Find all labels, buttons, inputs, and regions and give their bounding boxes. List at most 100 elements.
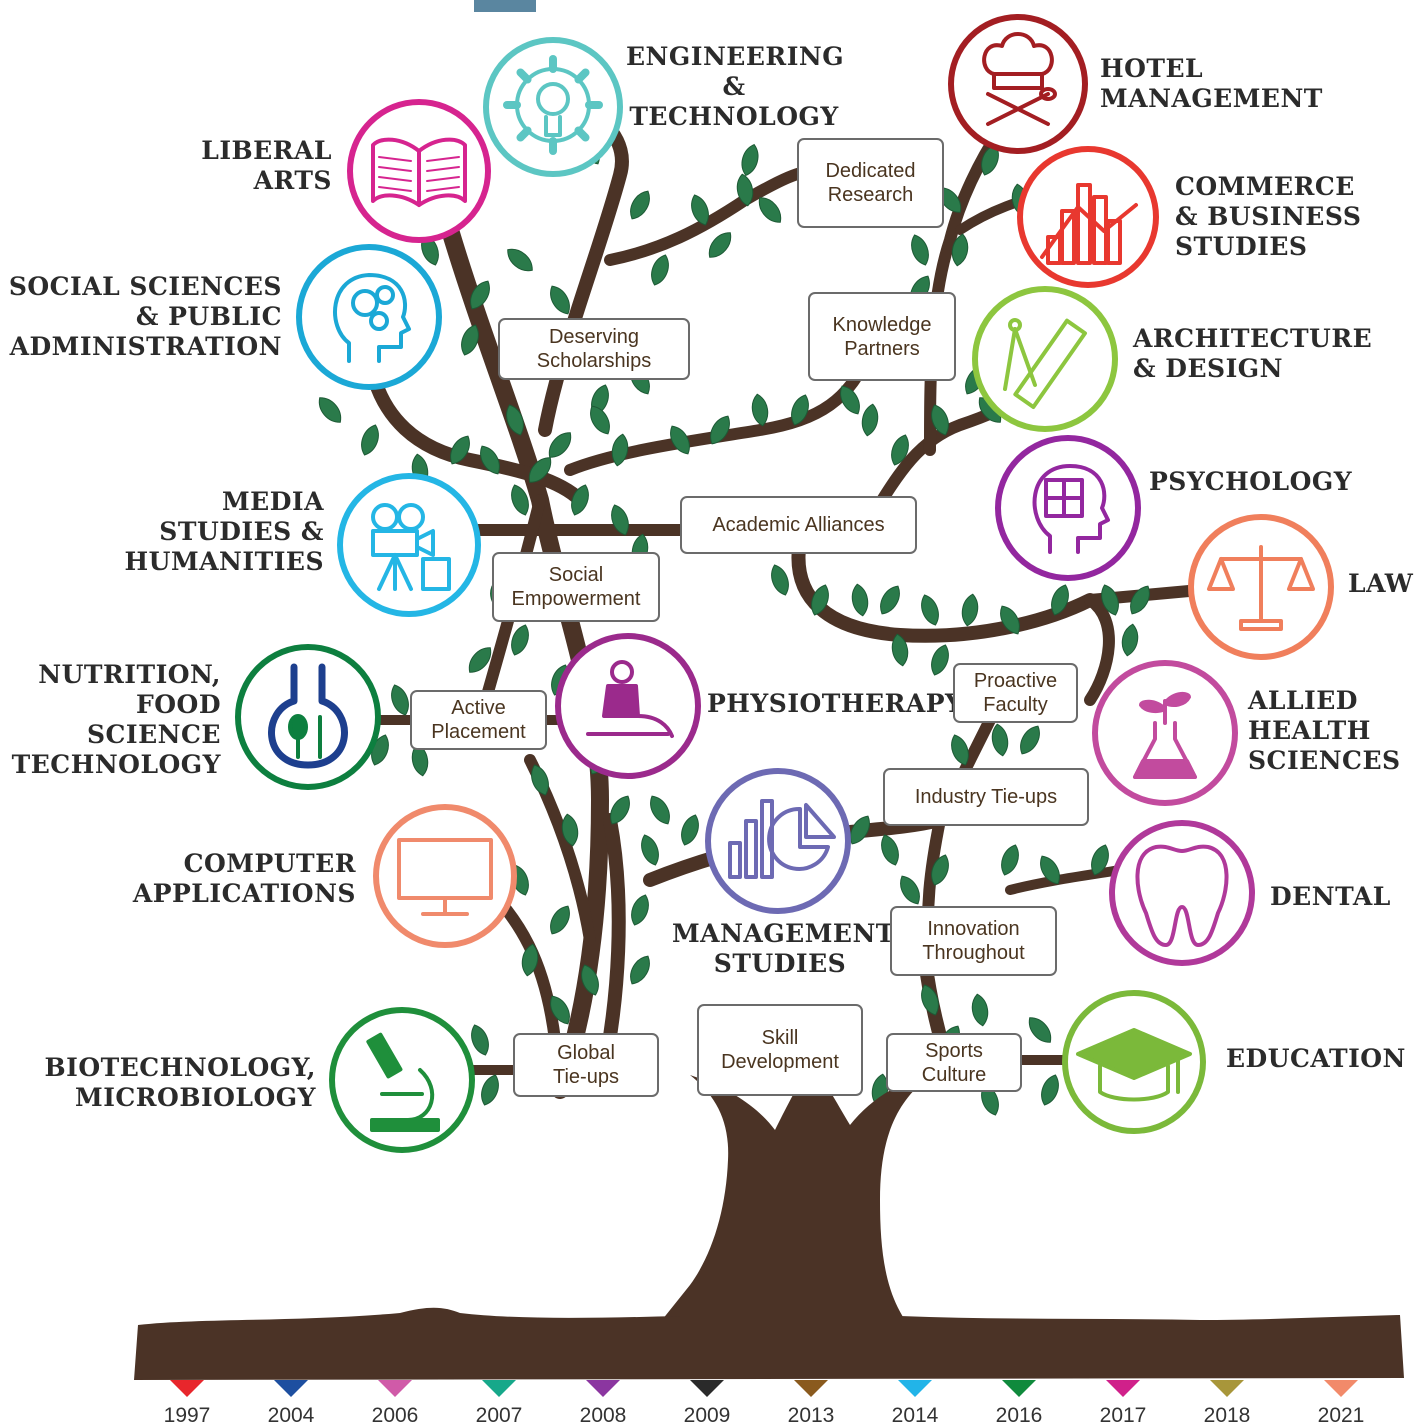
head-gears-icon [333, 273, 411, 363]
school-circle-management [705, 768, 851, 914]
school-circle-engineering [483, 37, 623, 177]
leaf [528, 457, 552, 483]
school-circle-commerce [1017, 146, 1159, 288]
leaf [1041, 1074, 1059, 1106]
school-label-nutrition: NUTRITION, FOOD SCIENCE TECHNOLOGY [11, 660, 221, 779]
tree-branch [791, 533, 1097, 643]
school-label-hotel: HOTEL MANAGEMENT [1100, 54, 1323, 113]
school-circle-ring [329, 1007, 475, 1153]
leaf [691, 194, 709, 226]
gear-bulb-icon [503, 55, 603, 155]
leaf [758, 197, 782, 223]
feature-innovation-throughout: Innovation Throughout [890, 906, 1057, 976]
tree-branch [363, 353, 587, 507]
school-label-architecture: ARCHITECTURE & DESIGN [1133, 324, 1373, 383]
scales-icon [1207, 545, 1315, 631]
leaf [891, 633, 909, 667]
compass-ruler-icon [1003, 318, 1087, 410]
timeline-year: 2007 [475, 1404, 523, 1427]
tree-branch [1005, 865, 1125, 895]
leaf [921, 594, 939, 626]
leaf [951, 734, 969, 766]
timeline-marker [898, 1380, 932, 1397]
timeline-marker [794, 1380, 828, 1397]
timeline-year: 2009 [683, 1404, 731, 1427]
leaf [971, 993, 989, 1027]
leaf [931, 854, 949, 886]
leaf [507, 248, 533, 272]
school-circle-ring [948, 14, 1088, 154]
feature-social-empowerment: Social Empowerment [492, 552, 660, 622]
leaf [741, 143, 759, 177]
corner-accent-block [474, 0, 536, 12]
leaf [861, 403, 879, 437]
leaf [318, 397, 342, 423]
tooth-icon [1135, 844, 1229, 947]
leaf [391, 684, 409, 716]
school-label-media: MEDIA STUDIES & HUMANITIES [124, 487, 324, 576]
school-label-dental: DENTAL [1270, 882, 1391, 911]
therapist-icon [586, 660, 674, 738]
feature-industry-tieups: Industry Tie-ups [883, 768, 1089, 826]
school-circle-ring [705, 768, 851, 914]
leaf [650, 795, 670, 825]
leaf [708, 232, 732, 258]
school-circle-psychology [995, 435, 1141, 581]
leaf [630, 190, 650, 220]
monitor-icon [397, 838, 493, 916]
leaf [361, 424, 379, 456]
school-circle-physiotherapy [555, 633, 701, 779]
leaf [651, 254, 669, 286]
feature-sports-culture: Sports Culture [886, 1033, 1022, 1092]
leaf [1101, 584, 1119, 616]
leaf [506, 404, 524, 436]
feature-proactive-faculty: Proactive Faculty [953, 663, 1078, 723]
school-circle-liberal [347, 99, 491, 243]
timeline-marker [274, 1380, 308, 1397]
tree-branch [1084, 594, 1115, 706]
leaf [531, 764, 549, 796]
school-circle-ring [972, 286, 1118, 432]
leaf [736, 173, 754, 207]
leaf [921, 984, 939, 1016]
leaf [1091, 844, 1109, 876]
feature-skill-development: Skill Development [697, 1004, 863, 1096]
leaf [850, 815, 870, 845]
leaf [631, 894, 649, 926]
timeline-year: 2004 [267, 1404, 315, 1427]
school-circle-ring [1092, 660, 1238, 806]
flask-spoon-icon [268, 663, 348, 769]
timeline-marker [1002, 1380, 1036, 1397]
leaf [471, 1024, 489, 1056]
leaf [1001, 844, 1019, 876]
timeline-markers [170, 1380, 1358, 1397]
leaf [610, 795, 630, 825]
school-label-psychology: PSYCHOLOGY [1149, 467, 1353, 496]
timeline-marker [482, 1380, 516, 1397]
feature-deserving-scholarships: Deserving Scholarships [498, 318, 690, 380]
timeline-year: 1997 [163, 1404, 211, 1427]
ground-roots [134, 1307, 1404, 1380]
timeline-year: 2016 [995, 1404, 1043, 1427]
school-label-engineering: ENGINEERING & TECHNOLOGY [626, 42, 845, 131]
leaf [710, 415, 730, 445]
school-label-social-sciences: SOCIAL SCIENCES & PUBLIC ADMINISTRATION [8, 272, 282, 361]
leaf [468, 647, 492, 673]
flask-plant-icon [1133, 691, 1197, 779]
leaf [891, 434, 909, 466]
timeline-year: 2014 [891, 1404, 939, 1427]
school-label-computer: COMPUTER APPLICATIONS [132, 849, 356, 908]
movie-camera-icon [371, 503, 451, 591]
leaf [480, 445, 500, 475]
leaf [450, 435, 470, 465]
leaf [880, 585, 900, 615]
school-circle-ring [235, 644, 381, 790]
leaf [561, 813, 579, 847]
leaf [851, 583, 869, 617]
leaf [550, 285, 570, 315]
leaf [911, 234, 929, 266]
school-circle-law [1188, 514, 1334, 660]
feature-dedicated-research: Dedicated Research [797, 138, 944, 228]
leaf [1040, 855, 1060, 885]
